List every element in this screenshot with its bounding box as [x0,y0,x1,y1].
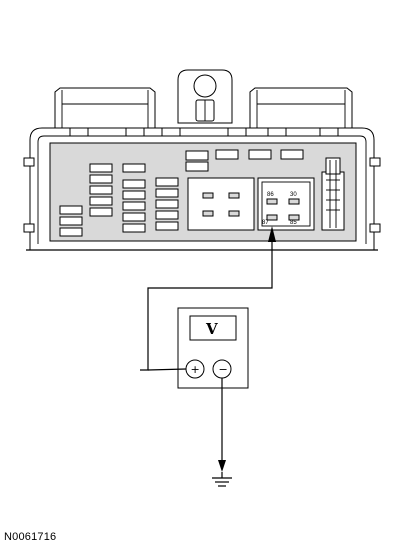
positive-terminal-symbol: + [191,363,200,376]
ground-icon [212,472,232,487]
relay-socket-block [187,177,255,231]
terminal-label-86: 86 [267,192,274,198]
figure-code: N0061716 [4,531,57,543]
ground-lead [218,378,226,472]
probe-lead [140,226,276,371]
fuse-array [59,149,304,237]
right-connector [321,157,345,231]
terminal-label-85: 85 [290,220,297,226]
voltmeter: V + − [147,307,249,389]
negative-terminal-symbol: − [219,363,228,376]
terminal-label-30: 30 [290,192,297,198]
probe-arrow-icon [268,226,276,242]
voltmeter-unit-symbol: V [205,320,218,338]
terminal-label-87: 87 [262,220,269,226]
relay-socket: 86 30 87 85 [257,177,315,231]
